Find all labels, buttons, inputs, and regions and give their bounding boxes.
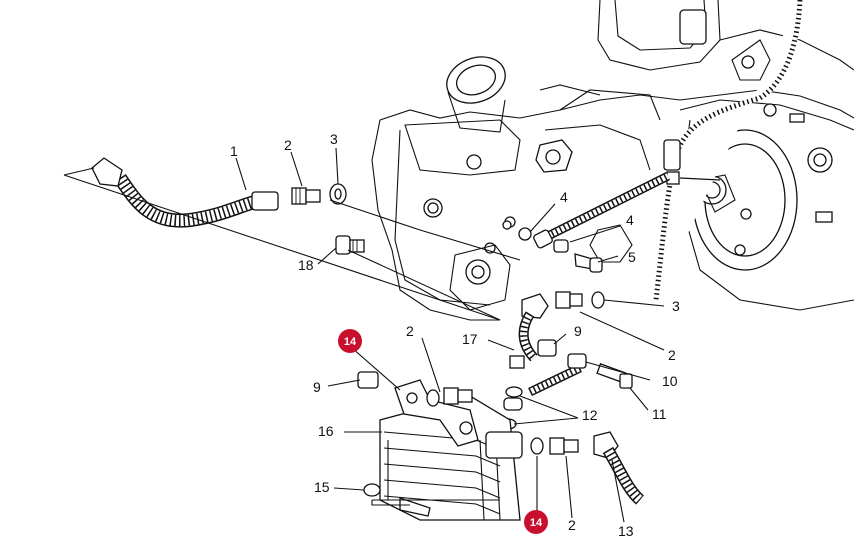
callout-4: 4 xyxy=(626,212,634,228)
highlight-badge-14-upper: 14 xyxy=(338,329,362,353)
callout-11: 11 xyxy=(652,406,667,422)
bolt-18 xyxy=(335,235,365,255)
callout-13: 13 xyxy=(618,523,634,539)
callout-2: 2 xyxy=(406,323,414,339)
callout-4: 4 xyxy=(560,189,568,205)
oil-pipe-4 xyxy=(502,171,671,273)
leader-lines xyxy=(63,147,665,523)
callout-2: 2 xyxy=(284,137,292,153)
badge-label: 14 xyxy=(530,517,543,529)
callout-18: 18 xyxy=(298,257,314,273)
callout-3: 3 xyxy=(330,131,338,147)
callout-5: 5 xyxy=(628,249,636,265)
hose-1 xyxy=(91,157,279,228)
callout-labels: 1 2 3 4 4 5 18 3 2 9 2 17 9 10 11 12 16 … xyxy=(230,131,680,539)
main-oil-hose xyxy=(653,0,803,301)
callout-16: 16 xyxy=(318,423,334,439)
highlight-badge-14-lower: 14 xyxy=(524,510,548,534)
badge-circle xyxy=(338,329,362,353)
bolt-15 xyxy=(363,483,381,497)
callout-10: 10 xyxy=(662,373,678,389)
hose-13 xyxy=(530,431,645,505)
callout-2: 2 xyxy=(668,347,676,363)
engine-block xyxy=(371,0,854,321)
callout-1: 1 xyxy=(230,143,238,159)
fittings-lower-right xyxy=(499,291,633,430)
callout-9: 9 xyxy=(574,323,582,339)
callout-2: 2 xyxy=(568,517,576,533)
callout-3: 3 xyxy=(672,298,680,314)
callout-9: 9 xyxy=(313,379,321,395)
badge-circle xyxy=(524,510,548,534)
callout-12: 12 xyxy=(582,407,598,423)
callout-17: 17 xyxy=(462,331,478,347)
badge-label: 14 xyxy=(344,336,357,348)
callout-15: 15 xyxy=(314,479,330,495)
fitting-2-top xyxy=(291,183,347,205)
